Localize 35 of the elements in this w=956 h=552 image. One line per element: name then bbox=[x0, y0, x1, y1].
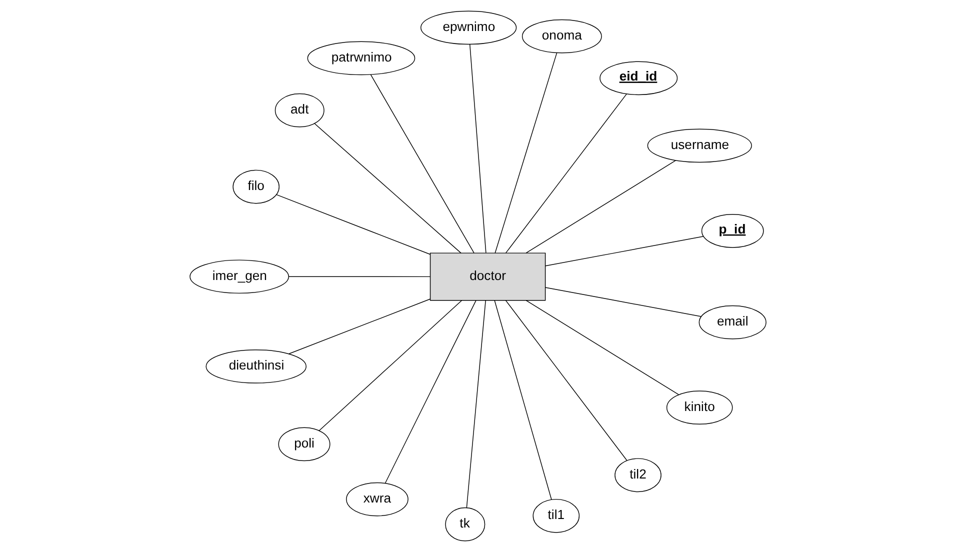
node-ellipse: dieuthinsi bbox=[206, 350, 306, 384]
node-ellipse: onoma bbox=[522, 19, 602, 54]
node-ellipse: tk bbox=[445, 507, 486, 542]
node-ellipse: filo bbox=[232, 170, 280, 204]
connector bbox=[384, 300, 476, 484]
connector bbox=[466, 300, 486, 508]
node-ellipse: til2 bbox=[614, 458, 662, 492]
connector bbox=[545, 236, 704, 266]
node-ellipse: email bbox=[698, 305, 766, 340]
node-ellipse: til1 bbox=[532, 498, 580, 533]
connector bbox=[526, 300, 679, 395]
node-ellipse: imer_gen bbox=[190, 260, 290, 294]
connector bbox=[505, 300, 628, 461]
connector bbox=[545, 287, 702, 317]
node-ellipse: epwnimo bbox=[420, 10, 517, 45]
connector bbox=[370, 74, 474, 254]
connector bbox=[318, 300, 462, 432]
connector bbox=[469, 44, 486, 254]
connector bbox=[276, 194, 431, 255]
connector bbox=[314, 123, 462, 254]
node-ellipse: xwra bbox=[346, 482, 408, 516]
node-box: doctor bbox=[430, 252, 546, 301]
connector bbox=[494, 300, 552, 500]
node-ellipse: kinito bbox=[666, 390, 733, 424]
connector bbox=[288, 276, 431, 278]
node-ellipse: poli bbox=[278, 427, 330, 462]
node-ellipse: p_id bbox=[701, 214, 764, 248]
node-ellipse: patrwnimo bbox=[307, 41, 416, 76]
connector bbox=[505, 94, 627, 254]
connector bbox=[494, 52, 558, 254]
node-ellipse: eid_id bbox=[600, 61, 678, 96]
connector bbox=[288, 298, 431, 354]
connector bbox=[526, 160, 676, 254]
node-ellipse: username bbox=[647, 128, 752, 163]
node-ellipse: adt bbox=[274, 93, 324, 128]
